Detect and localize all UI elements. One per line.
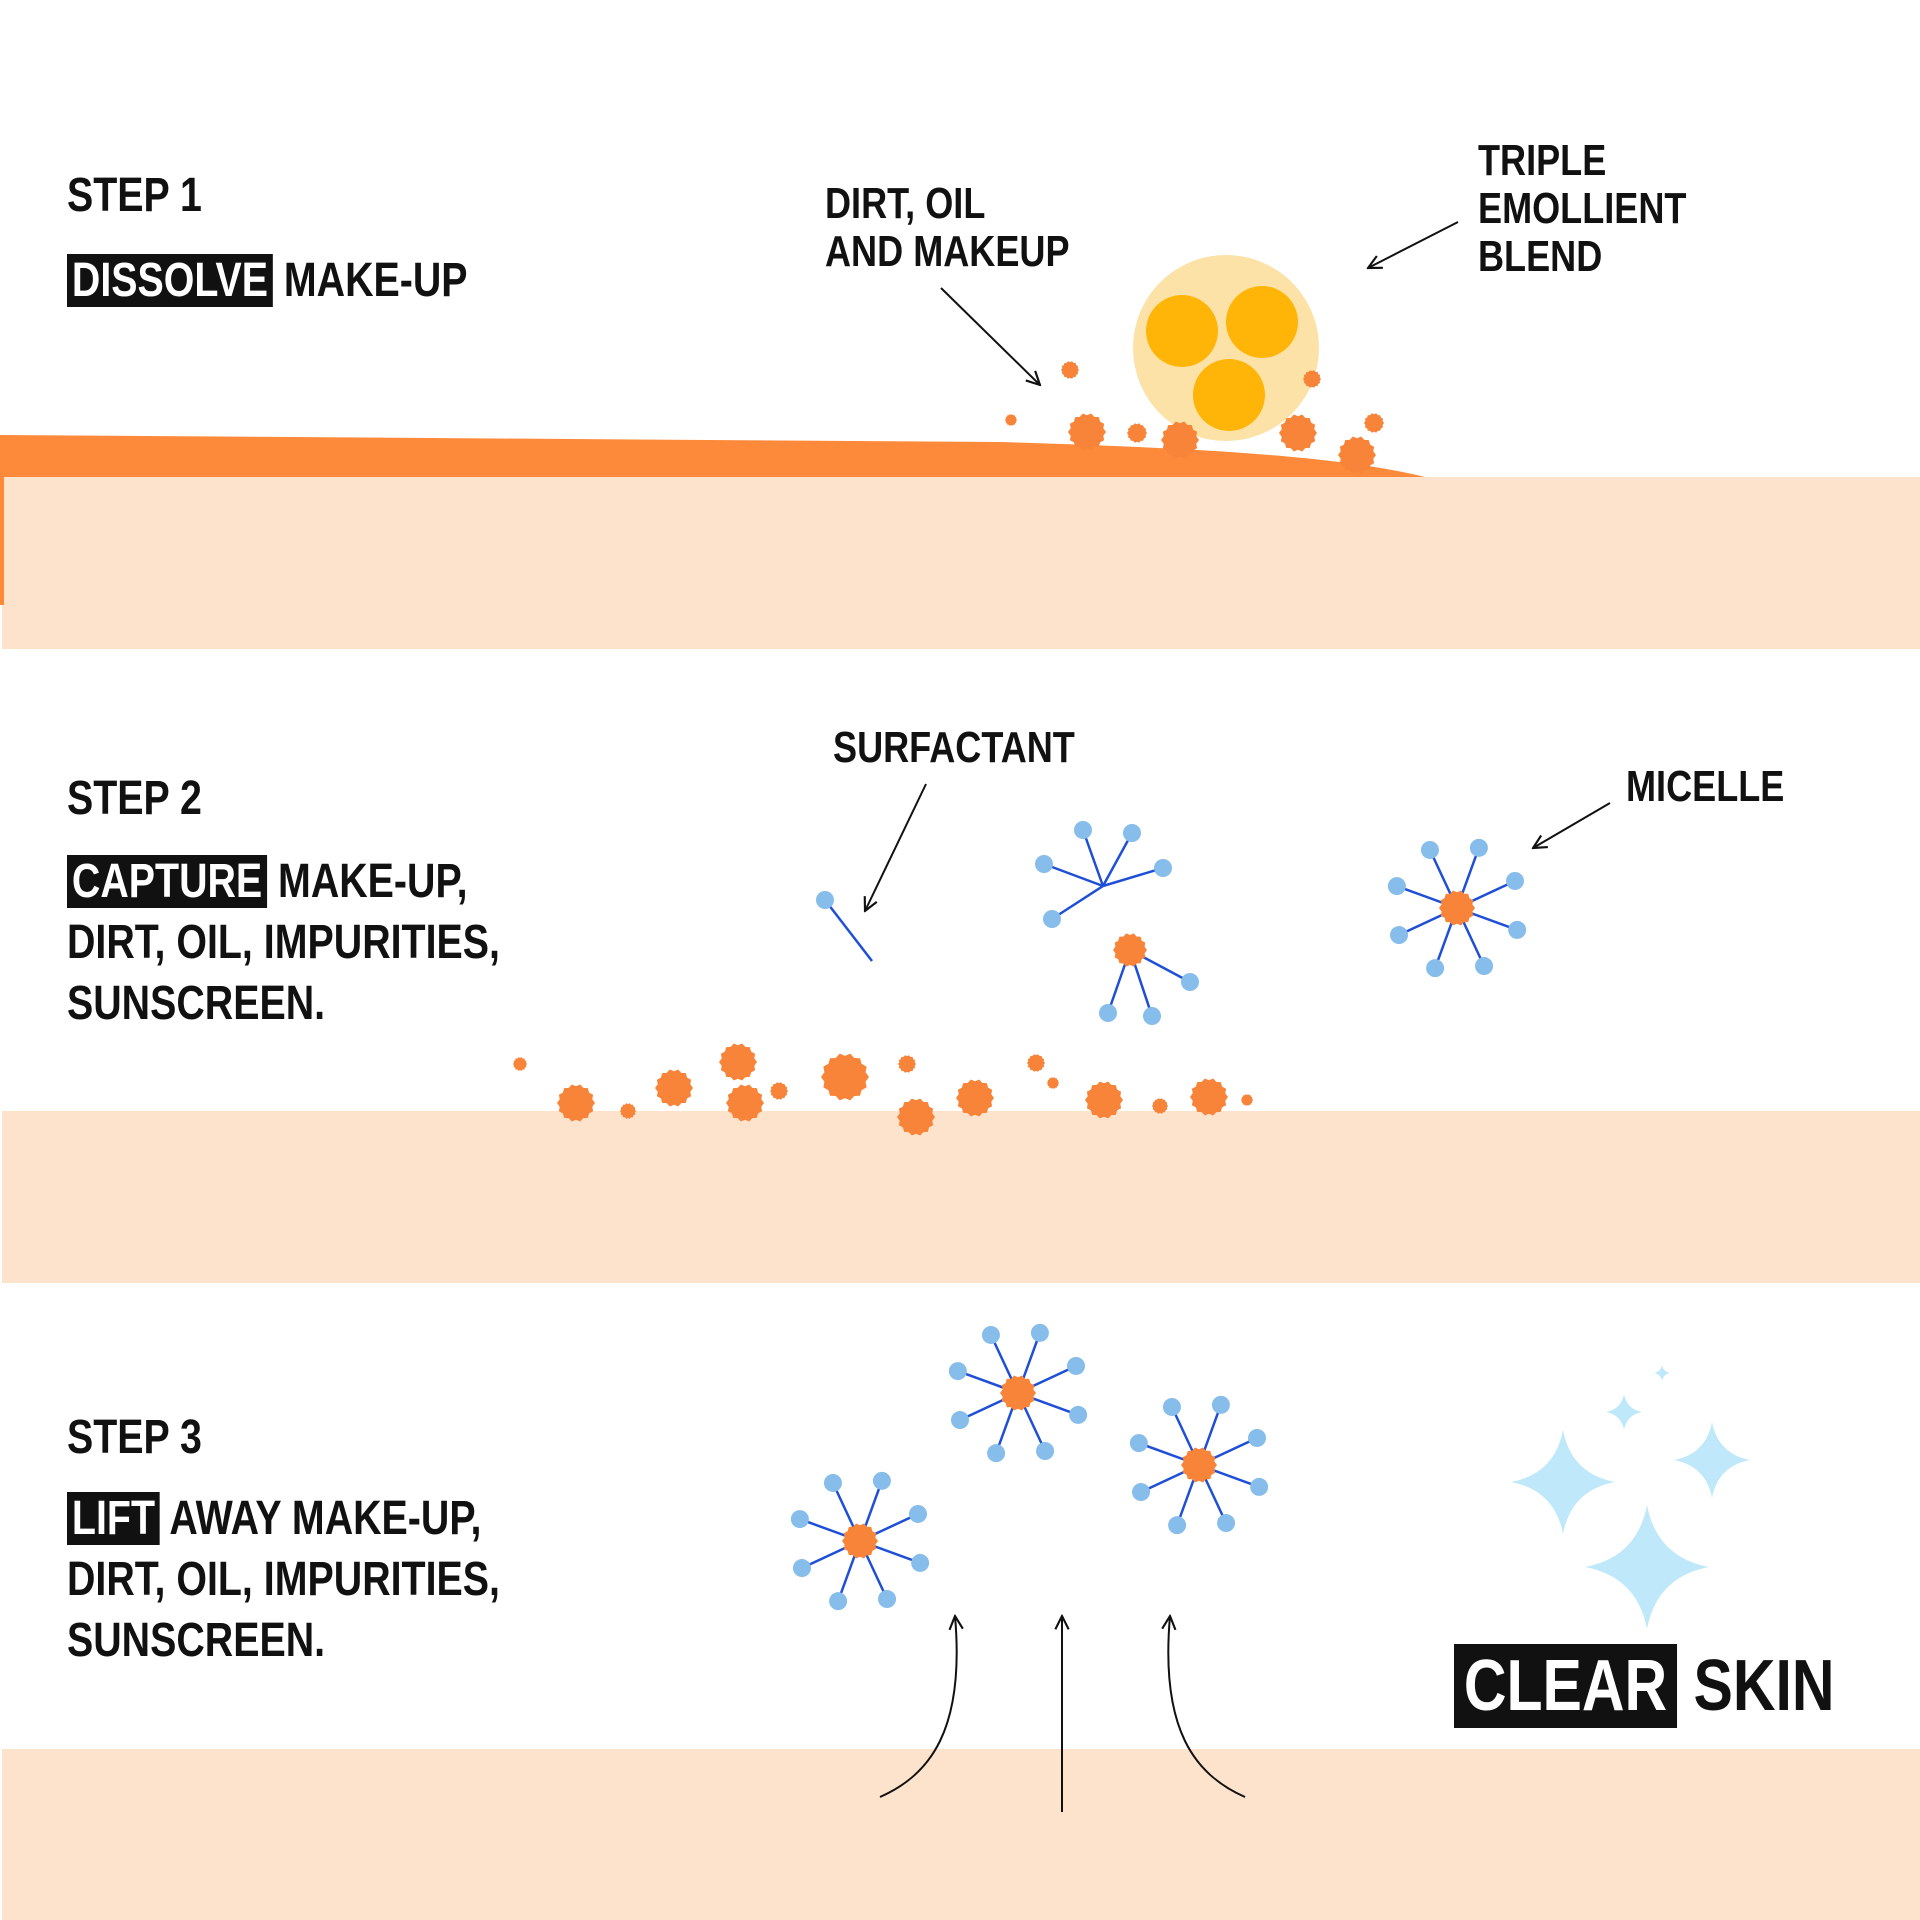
- label-emollient-line1: TRIPLE: [1478, 136, 1607, 185]
- dirt-particle-icon: [821, 1053, 869, 1101]
- dirt-particle-icon: [513, 1057, 527, 1071]
- clear-highlight: CLEAR: [1454, 1644, 1678, 1728]
- step2-line1: CAPTURE MAKE-UP,: [67, 851, 500, 912]
- sparkle-icon: [1585, 1505, 1709, 1629]
- dirt-particle-icon: [1085, 1081, 1123, 1119]
- dirt-particle-icon: [897, 1098, 935, 1136]
- dirt-particle-icon: [719, 1043, 757, 1081]
- dirt-particle-icon: [726, 1084, 764, 1122]
- skin-layer-step1: [2, 477, 1920, 649]
- lift-arrows: [879, 1616, 1246, 1812]
- micelle-icon: [1387, 838, 1527, 978]
- label-emollient: TRIPLE EMOLLIENT BLEND: [1478, 137, 1686, 281]
- dirt-particle-icon: [1439, 890, 1475, 926]
- step3-line1-rest: AWAY MAKE-UP,: [169, 1492, 482, 1545]
- step2-description: CAPTURE MAKE-UP, DIRT, OIL, IMPURITIES, …: [67, 851, 500, 1034]
- dirt-particle-icon: [557, 1084, 595, 1122]
- step3-title: STEP 3: [67, 1411, 202, 1464]
- surfactant-icon: [1035, 821, 1172, 928]
- arrow-to-dirt: [940, 287, 1040, 385]
- step3-line3: SUNSCREEN.: [67, 1614, 326, 1667]
- makeup-film: [0, 435, 1425, 605]
- skin-layer-step2: [2, 1111, 1920, 1283]
- surfactant-icon: [1099, 933, 1199, 1025]
- step1-description: DISSOLVE MAKE-UP: [67, 250, 468, 311]
- step2-highlight: CAPTURE: [67, 855, 268, 908]
- dirt-particle-icon: [1047, 1077, 1059, 1089]
- step2-line3: SUNSCREEN.: [67, 977, 326, 1030]
- label-emollient-line3: BLEND: [1478, 232, 1603, 281]
- micelle-icon: [790, 1471, 930, 1611]
- micelles-lifting: [790, 1323, 1269, 1611]
- label-dirt: DIRT, OIL AND MAKEUP: [825, 180, 1070, 276]
- step1-highlight: DISSOLVE: [67, 254, 273, 307]
- dirt-particle-icon: [620, 1103, 636, 1119]
- sparkle-icon: [1606, 1394, 1642, 1430]
- step3-line2: DIRT, OIL, IMPURITIES,: [67, 1553, 500, 1606]
- dirt-particle-icon: [1161, 421, 1199, 459]
- label-dirt-line2: AND MAKEUP: [825, 227, 1070, 276]
- sparkle-group: [1511, 1365, 1750, 1629]
- dirt-particle-icon: [1181, 1447, 1217, 1483]
- sparkle-icon: [1654, 1365, 1670, 1381]
- micelle-icon: [1129, 1395, 1269, 1535]
- dirt-particle-icon: [1000, 1375, 1036, 1411]
- step2-line1-rest: MAKE-UP,: [278, 855, 468, 908]
- surfactant-clusters: [1035, 821, 1199, 1025]
- step2-title: STEP 2: [67, 772, 202, 825]
- label-dirt-line1: DIRT, OIL: [825, 179, 986, 228]
- label-surfactant: SURFACTANT: [833, 723, 1075, 772]
- dirt-particle-icon: [1068, 413, 1106, 451]
- label-micelle: MICELLE: [1626, 762, 1785, 811]
- dirt-particle-icon: [1279, 414, 1317, 452]
- dirt-particle-icon: [898, 1055, 916, 1073]
- skin-word: SKIN: [1693, 1646, 1835, 1726]
- dirt-particle-icon: [1061, 361, 1079, 379]
- result-clear-skin: CLEAR SKIN: [1454, 1644, 1835, 1728]
- micelle-icon: [1387, 838, 1527, 978]
- dirt-particle-icon: [1241, 1094, 1253, 1106]
- dirt-particle-icon: [1152, 1098, 1168, 1114]
- arrow-icon: [1168, 1616, 1246, 1798]
- arrow-to-surfactant: [865, 783, 927, 911]
- step3-line1: LIFT AWAY MAKE-UP,: [67, 1488, 500, 1549]
- dirt-particles-step1: [1005, 361, 1384, 474]
- sparkle-icon: [1511, 1430, 1615, 1534]
- arrow-to-emollient: [1368, 221, 1459, 268]
- dirt-particle-icon: [1113, 933, 1147, 967]
- dirt-particle-icon: [1303, 370, 1321, 388]
- arrow-icon: [879, 1616, 957, 1798]
- dirt-particle-icon: [1364, 413, 1384, 433]
- step3-highlight: LIFT: [67, 1492, 160, 1545]
- dirt-particle-icon: [1005, 414, 1017, 426]
- step1-title: STEP 1: [67, 169, 202, 222]
- step3-description: LIFT AWAY MAKE-UP, DIRT, OIL, IMPURITIES…: [67, 1488, 500, 1671]
- dirt-particle-icon: [1127, 423, 1147, 443]
- micelle-icon: [948, 1323, 1088, 1463]
- dirt-particles-step2: [513, 1043, 1253, 1136]
- emollient-droplet-icon: [1133, 255, 1319, 441]
- step2-line2: DIRT, OIL, IMPURITIES,: [67, 916, 500, 969]
- step1-description-rest: MAKE-UP: [283, 254, 468, 307]
- dirt-particle-icon: [1338, 436, 1376, 474]
- dirt-particle-icon: [1190, 1078, 1228, 1116]
- dirt-particle-icon: [1027, 1054, 1045, 1072]
- skin-layer-step3: [2, 1749, 1920, 1920]
- dirt-particle-icon: [842, 1523, 878, 1559]
- dirt-particle-icon: [655, 1069, 693, 1107]
- dirt-particle-icon: [956, 1079, 994, 1117]
- arrow-to-micelle: [1533, 802, 1611, 848]
- label-emollient-line2: EMOLLIENT: [1478, 184, 1687, 233]
- surfactant-icon: [816, 891, 873, 962]
- dirt-particle-icon: [770, 1082, 788, 1100]
- sparkle-icon: [1674, 1422, 1750, 1498]
